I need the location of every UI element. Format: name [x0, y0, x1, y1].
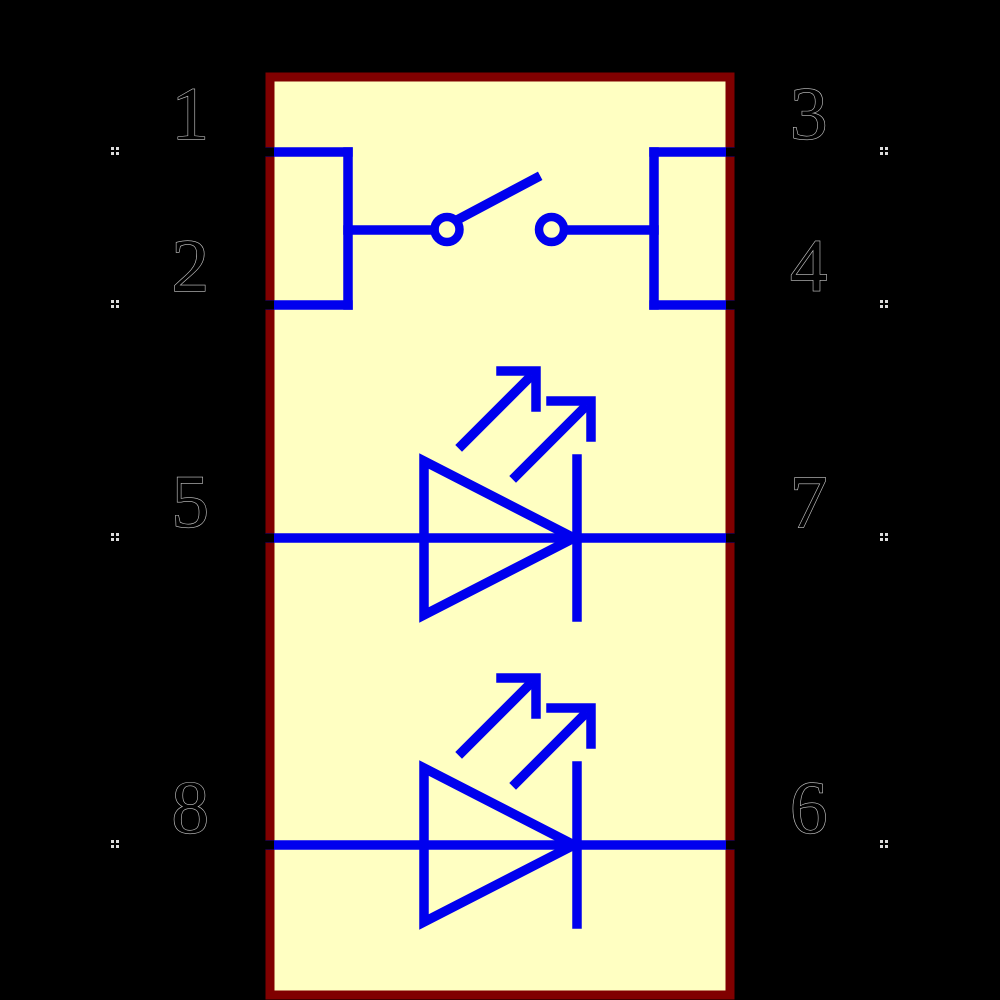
pin-notch [726, 147, 735, 157]
pin-notch [265, 840, 274, 850]
pin-notch [726, 533, 735, 543]
pin-end-marker [880, 147, 888, 155]
pin-end-marker [111, 147, 119, 155]
symbol-graphics [265, 147, 735, 924]
switch-symbol[interactable] [265, 147, 735, 310]
pin-notch [726, 300, 735, 310]
pin-number-4: 4 [790, 225, 828, 308]
pin-number-1: 1 [172, 73, 210, 156]
pin-border-notches [265, 147, 735, 850]
pin-number-3: 3 [790, 73, 828, 156]
pin-end-marker [111, 533, 119, 541]
pin-end-marker [880, 840, 888, 848]
pin-end-marker [880, 300, 888, 308]
pin-numbers: 1 3 2 4 5 7 8 6 [171, 72, 828, 850]
pin-end-marker [111, 840, 119, 848]
pin-number-8: 8 [172, 767, 210, 850]
pin-number-2: 2 [172, 225, 210, 308]
switch-lever [452, 171, 543, 226]
pin-notch [265, 533, 274, 543]
pin-notch [265, 147, 274, 157]
pin-end-marker [111, 300, 119, 308]
pin-notch [265, 300, 274, 310]
pin-number-5: 5 [172, 461, 210, 544]
pin-notch [726, 840, 735, 850]
pin-end-marker [880, 533, 888, 541]
switch-contact-circle [430, 212, 464, 247]
pin-number-6: 6 [790, 767, 828, 850]
pin-number-7: 7 [790, 461, 828, 544]
